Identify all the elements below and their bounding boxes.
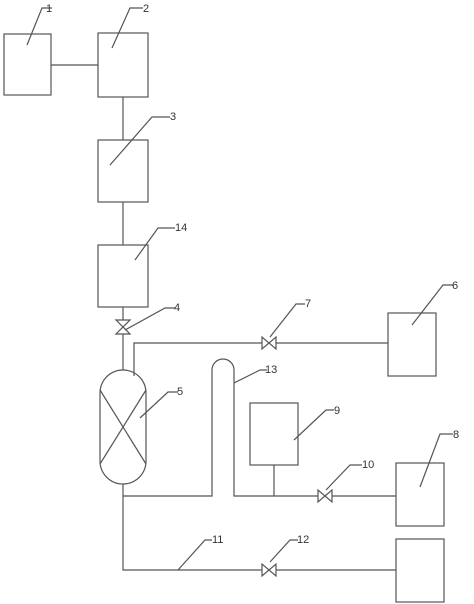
leader-3	[109, 116, 170, 166]
valve-12	[261, 562, 277, 578]
pipe-11	[122, 496, 262, 571]
unit-9	[249, 402, 299, 466]
leader-2	[111, 7, 143, 49]
leader-4	[124, 307, 175, 331]
leader-13	[233, 369, 267, 384]
unit-6	[387, 312, 437, 377]
leader-9	[293, 409, 334, 441]
unit-8	[395, 462, 445, 527]
label-13: 13	[265, 364, 277, 376]
valve-10	[317, 488, 333, 504]
reactor-cross-b	[99, 389, 147, 465]
leader-5	[139, 391, 178, 419]
leader-8	[419, 433, 453, 488]
label-1: 1	[46, 3, 52, 15]
leader-1	[26, 7, 52, 46]
unit-2	[97, 32, 149, 98]
leader-6	[411, 284, 453, 326]
label-12: 12	[297, 534, 309, 546]
leader-10	[325, 464, 362, 491]
label-11: 11	[212, 534, 223, 546]
unit-outlet	[395, 538, 445, 603]
valve-7	[261, 335, 277, 351]
unit-14	[97, 244, 149, 308]
valve-4	[114, 319, 132, 335]
loop-13	[123, 358, 318, 497]
unit-3	[97, 139, 149, 203]
pipe-reactor-top	[133, 342, 262, 376]
label-8: 8	[453, 429, 459, 441]
label-7: 7	[305, 298, 311, 310]
label-4: 4	[174, 302, 180, 314]
label-9: 9	[334, 405, 340, 417]
label-10: 10	[362, 459, 374, 471]
leader-7	[269, 303, 305, 338]
label-14: 14	[175, 222, 187, 234]
label-3: 3	[170, 111, 176, 123]
label-5: 5	[177, 386, 183, 398]
leader-14	[134, 227, 175, 261]
leader-12	[269, 539, 298, 563]
label-6: 6	[452, 280, 458, 292]
leader-11	[177, 539, 212, 571]
label-2: 2	[143, 3, 149, 15]
